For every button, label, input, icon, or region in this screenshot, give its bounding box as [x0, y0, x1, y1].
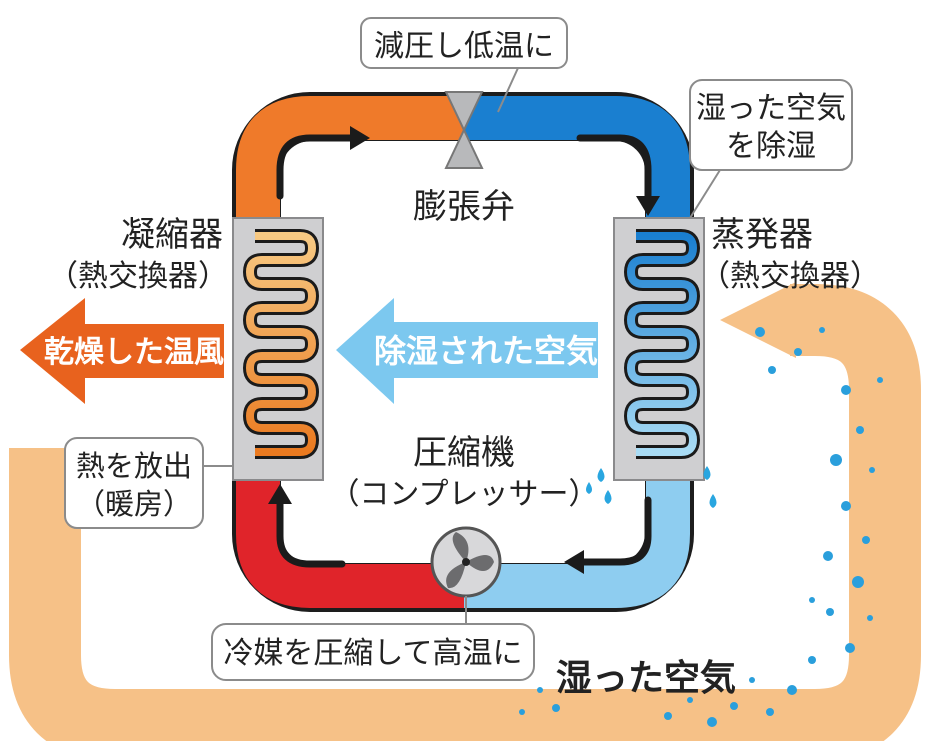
humid-air-flow	[9, 282, 921, 745]
water-droplet	[749, 677, 755, 683]
condenser-heat-exchanger	[232, 217, 324, 481]
water-droplet	[707, 717, 717, 727]
water-droplet	[826, 608, 834, 616]
condenser-label: 凝縮器	[121, 215, 223, 255]
water-droplet	[766, 708, 774, 716]
arrow-head-top-left	[350, 126, 370, 150]
expansion-valve-label: 膨張弁	[413, 187, 515, 227]
water-droplet	[730, 702, 738, 710]
water-droplet	[687, 697, 693, 703]
water-droplet	[852, 576, 864, 588]
evaporator-heat-exchanger	[613, 217, 705, 481]
water-droplet	[856, 426, 864, 434]
callout-dehumidify	[689, 79, 853, 219]
water-droplet	[841, 385, 851, 395]
arrow-head-bottom-left	[268, 484, 292, 504]
water-droplet	[664, 712, 672, 720]
water-droplet	[794, 348, 802, 356]
compressor-label: 圧縮機	[413, 433, 515, 473]
water-droplet	[537, 687, 543, 693]
water-droplet	[819, 327, 825, 333]
water-droplets	[519, 327, 883, 727]
humid-air-label: 湿った空気	[556, 658, 736, 699]
arrow-head-top-right	[636, 196, 660, 216]
evaporator-label: 蒸発器	[711, 215, 813, 255]
dehumidify-note-line1: 湿った空気	[696, 91, 846, 126]
water-droplet	[552, 704, 560, 712]
callout-compress	[211, 596, 535, 681]
water-droplet	[519, 709, 525, 715]
dehumidify-note-line2: を除湿	[726, 129, 816, 164]
water-droplet	[808, 656, 816, 664]
water-droplet	[862, 536, 870, 544]
compressor-icon	[430, 526, 502, 598]
dehumidified-air-label: 除湿された空気	[374, 332, 598, 370]
water-droplet	[830, 454, 842, 466]
heat-release-line1: 熱を放出	[76, 449, 192, 483]
condenser-sub-label: （熱交換器）	[48, 259, 228, 294]
arrow-head-bottom-right	[564, 550, 584, 574]
callout-expansion	[360, 17, 568, 113]
compress-note: 冷媒を圧縮して高温に	[223, 636, 522, 671]
water-droplet	[755, 327, 765, 337]
expansion-note: 減圧し低温に	[374, 29, 554, 64]
dry-warm-air-arrow	[20, 298, 224, 404]
water-droplet	[867, 615, 873, 621]
heat-release-line2: （暖房）	[76, 487, 192, 521]
dry-warm-air-label: 乾燥した温風	[44, 335, 224, 370]
water-droplet	[787, 685, 797, 695]
water-droplet	[823, 551, 833, 561]
callout-heat-release	[64, 437, 233, 529]
water-droplet	[877, 377, 883, 383]
compressor-sub-label: （コンプレッサー）	[329, 477, 598, 512]
water-droplet	[841, 501, 851, 511]
water-droplet	[768, 366, 776, 374]
expansion-valve-icon	[444, 91, 484, 169]
condensation-drops	[586, 466, 717, 508]
water-droplet	[869, 467, 875, 473]
water-droplet	[845, 643, 855, 653]
dehumidified-air-arrow	[336, 298, 598, 404]
water-droplet	[809, 597, 815, 603]
humid-air-arrowhead	[720, 282, 796, 358]
evaporator-sub-label: （熱交換器）	[700, 259, 880, 294]
flow-arrows	[268, 126, 660, 574]
